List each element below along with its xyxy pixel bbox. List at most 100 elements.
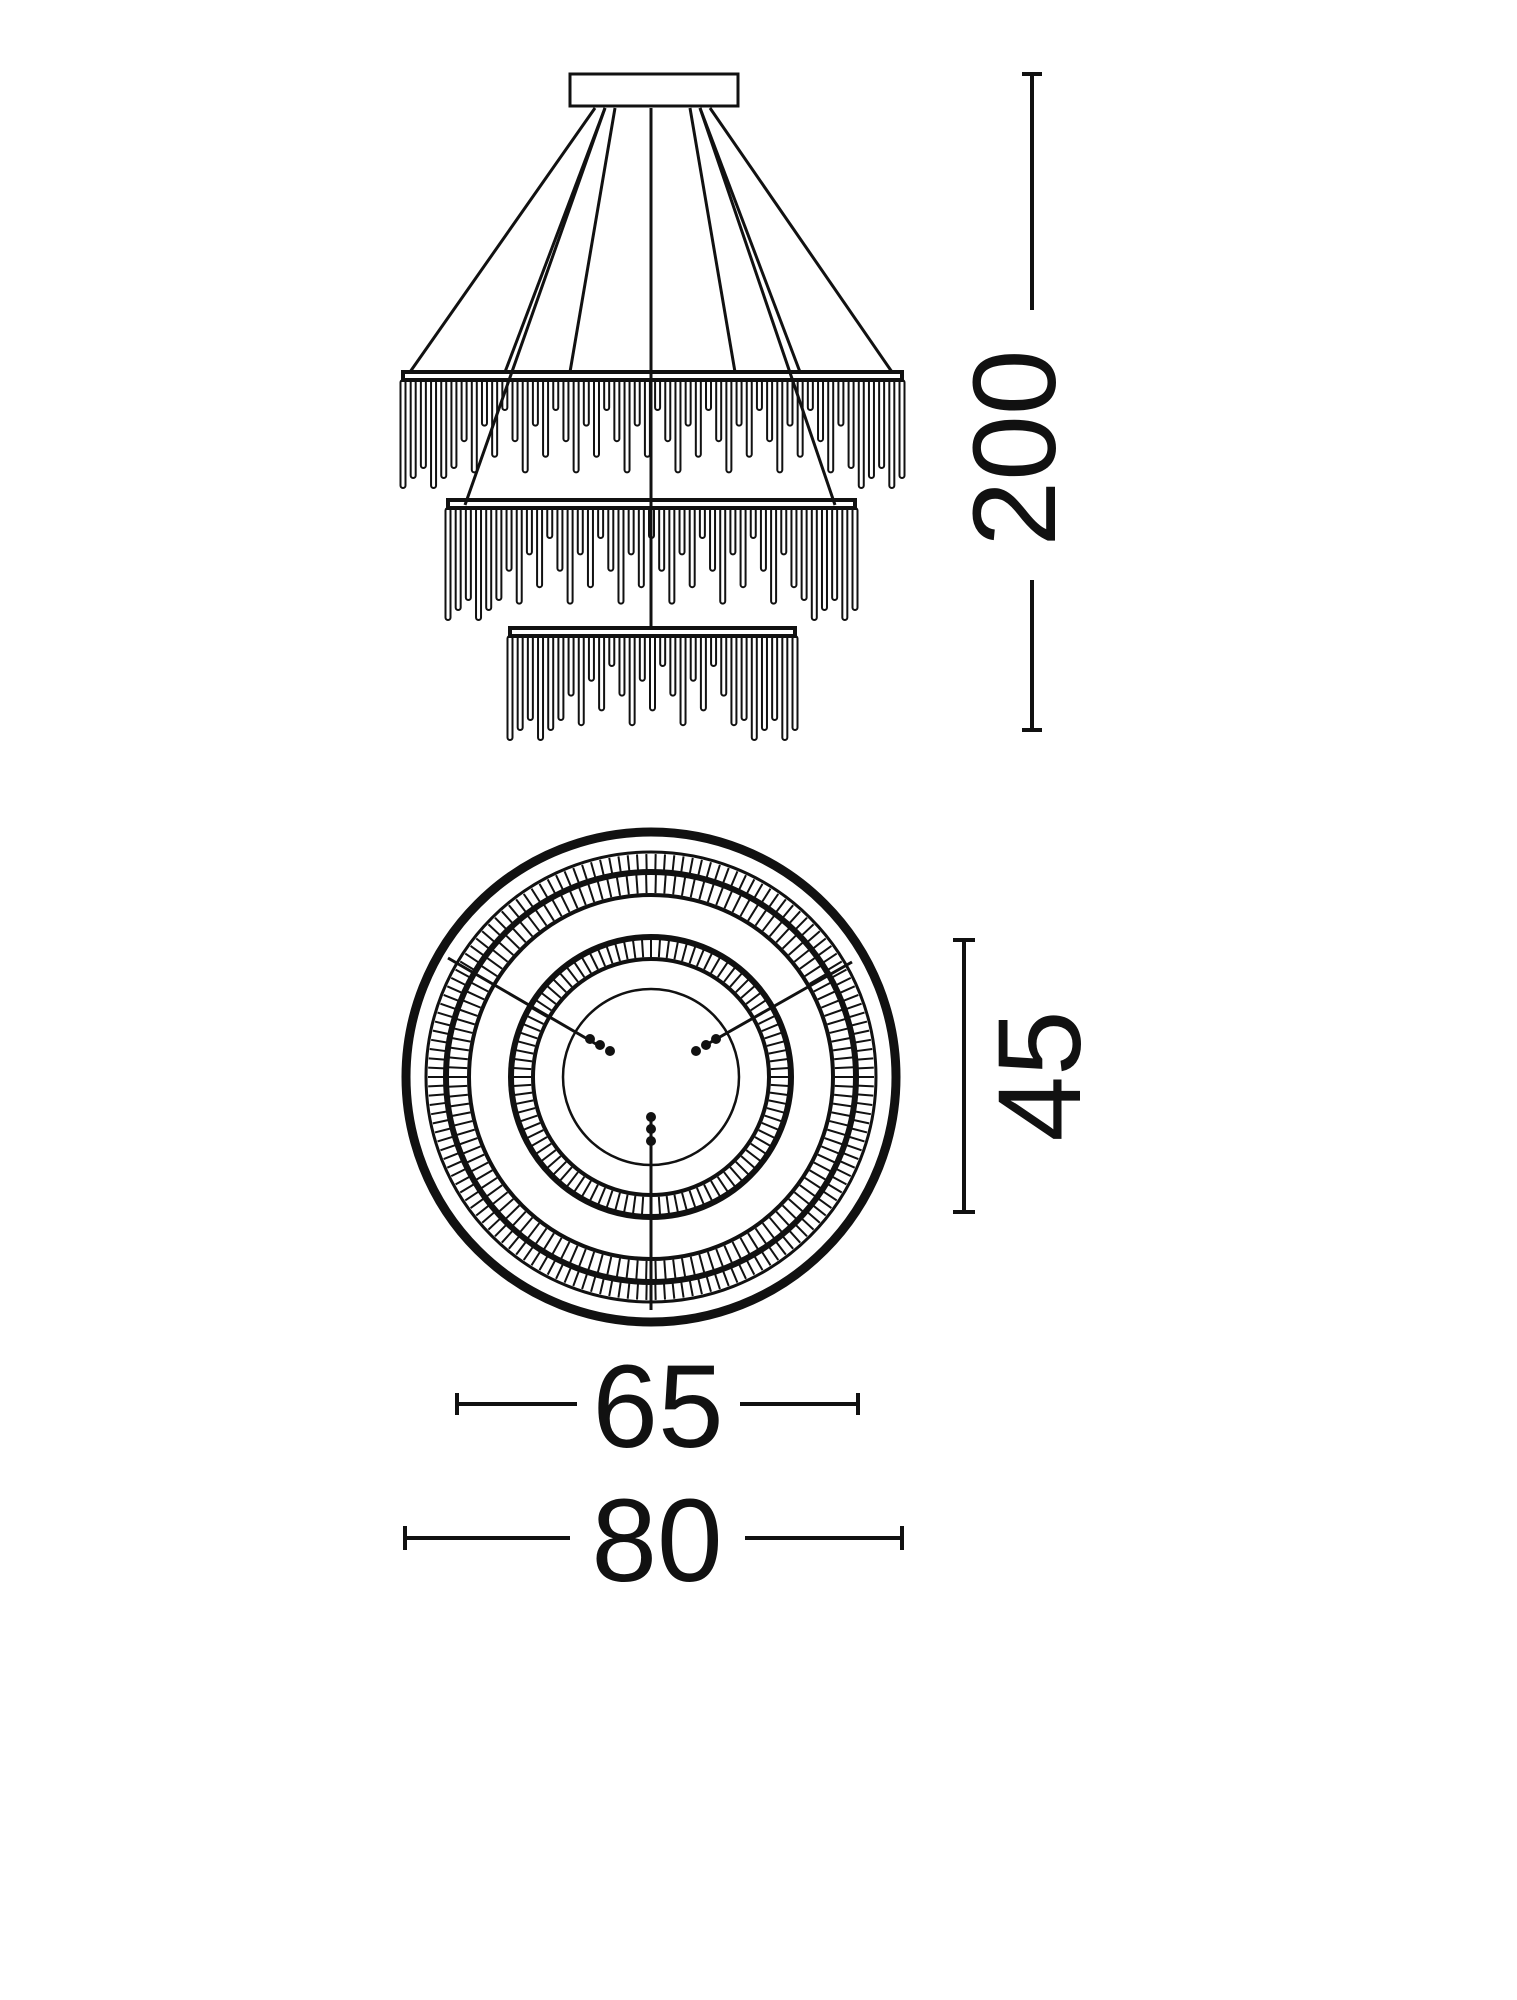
crystal-tick (551, 899, 563, 917)
cable (698, 107, 837, 506)
crystal (730, 635, 738, 727)
crystal (470, 379, 478, 474)
crystal-tick (546, 1259, 556, 1276)
crystal-tick (832, 1046, 853, 1052)
crystal (679, 635, 687, 727)
cable-anchor-points (585, 1034, 721, 1146)
crystal-tick (599, 859, 605, 876)
crystal (577, 635, 585, 727)
crystal-tick (538, 883, 549, 899)
crystal-tick (614, 943, 621, 962)
crystal (556, 507, 564, 572)
crystal (867, 379, 875, 479)
crystal-tick (566, 1171, 579, 1188)
crystal-tick (695, 949, 705, 967)
crystal-tick (513, 1083, 532, 1088)
crystal-tick (430, 1110, 448, 1116)
crystal-tick (608, 857, 614, 874)
crystal-tick (817, 990, 836, 1001)
crystal-tick (680, 1258, 687, 1278)
crystal-tick (455, 1175, 471, 1186)
crystal-tick (437, 1135, 454, 1143)
crystal-tick (573, 1176, 586, 1193)
crystal-tick (614, 1192, 621, 1211)
crystal-tick (754, 1136, 772, 1147)
crystal-tick (831, 1175, 847, 1186)
crystal-tick (698, 1254, 706, 1274)
crystal-tick (854, 1110, 872, 1116)
crystal-tiers (399, 370, 906, 741)
crystal-tick (464, 1190, 480, 1202)
crystal-tick (827, 1128, 846, 1137)
crystal-tick (731, 1241, 742, 1260)
crystal-tick (626, 855, 631, 872)
crystal-tick (466, 990, 485, 1001)
crystal-tick (710, 1180, 721, 1198)
crystal-tick (775, 898, 787, 913)
crystal (649, 635, 656, 712)
crystal-tick (715, 886, 724, 906)
crystal-tick (663, 1260, 667, 1280)
crystal-tick (560, 1241, 571, 1260)
crystal-tick (526, 915, 541, 932)
crystal-tick (857, 1084, 874, 1088)
crystal-tick (453, 1027, 473, 1034)
crystal-tick (735, 978, 750, 993)
crystal-tick (846, 1002, 862, 1010)
crystal-tick (795, 1224, 808, 1238)
crystal-tick (753, 1255, 764, 1271)
cable (698, 107, 802, 373)
crystal-tick (578, 886, 587, 906)
crystal-tick (834, 1093, 854, 1098)
crystal-tick (809, 973, 827, 985)
crystal (719, 507, 727, 605)
crystal-tick (839, 985, 856, 994)
crystal-tick (617, 1281, 622, 1298)
crystal-tick (517, 1107, 536, 1114)
crystal-tick (515, 1241, 527, 1256)
crystal-tick (538, 1255, 549, 1271)
crystal-tick (680, 1281, 685, 1298)
crystal-tick (853, 1119, 870, 1125)
crystal-tick (857, 1093, 874, 1097)
crystal-tick (817, 1197, 832, 1209)
crystal (827, 379, 835, 474)
crystal-tick (605, 946, 614, 964)
crystal-tick (492, 949, 509, 963)
crystal-tick (788, 941, 804, 956)
crystal-tick (817, 945, 832, 957)
crystal (628, 635, 636, 727)
crystal (755, 379, 763, 411)
crystal-tick (590, 1276, 597, 1293)
crystal (841, 507, 849, 621)
crystal-tick (843, 1152, 859, 1161)
crystal-tick (829, 1120, 849, 1127)
crystal-tick (681, 1192, 688, 1211)
crystal-tick (831, 1111, 851, 1117)
crystal-tick (440, 1002, 456, 1010)
crystal-tick (761, 1251, 772, 1266)
crystal (623, 379, 631, 474)
crystal-tick (480, 964, 498, 978)
crystal (582, 379, 590, 427)
crystal-tick (695, 1187, 705, 1205)
crystal-tick (769, 1091, 788, 1097)
crystal (566, 507, 574, 605)
crystal (516, 635, 524, 731)
tier-ring (401, 370, 904, 382)
crystal (689, 635, 697, 682)
crystal-tick (723, 890, 733, 909)
crystal (684, 379, 692, 427)
crystal-tick (688, 946, 697, 964)
crystal-tick (635, 1283, 640, 1300)
crystal (817, 379, 825, 443)
crystal-tick (464, 952, 480, 964)
crystal-tick (834, 1056, 854, 1061)
crystal-tick (446, 1160, 463, 1169)
crystal-tick (703, 952, 713, 970)
crystal-tick (581, 864, 588, 881)
crystal-tick (827, 960, 843, 971)
crystal-tick (523, 1023, 541, 1033)
crystal-tick (534, 909, 548, 927)
crystal-tick (848, 1011, 865, 1019)
